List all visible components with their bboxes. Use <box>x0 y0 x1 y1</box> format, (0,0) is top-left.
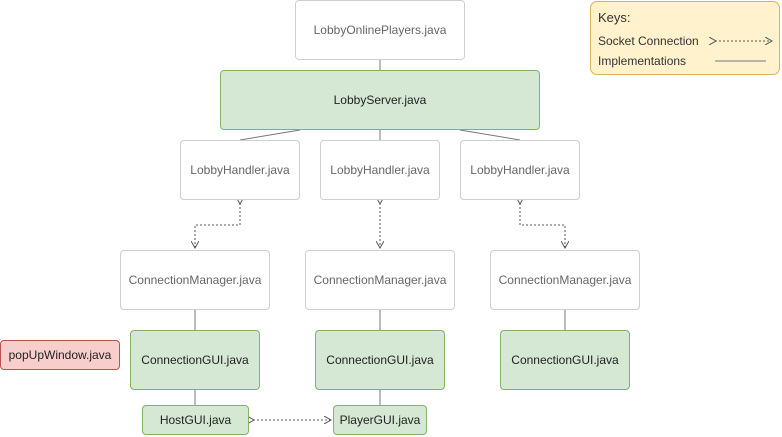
impl-line-server-handler-3 <box>459 129 521 141</box>
socket-link-3 <box>520 203 565 247</box>
legend-implementations: Implementations <box>598 54 687 68</box>
connection-gui-node-3: ConnectionGUI.java <box>500 330 630 390</box>
socket-link-1 <box>195 203 240 247</box>
lobby-handler-node-2: LobbyHandler.java <box>320 140 440 200</box>
connection-gui-node-1: ConnectionGUI.java <box>130 330 260 390</box>
impl-line-server-handler-1 <box>239 129 301 141</box>
popup-window-node: popUpWindow.java <box>0 340 120 370</box>
connection-manager-node-3: ConnectionManager.java <box>490 250 640 310</box>
host-gui-node: HostGUI.java <box>142 405 249 435</box>
connection-manager-node-1: ConnectionManager.java <box>120 250 270 310</box>
lobby-server-node: LobbyServer.java <box>220 70 540 130</box>
connection-gui-node-2: ConnectionGUI.java <box>315 330 445 390</box>
lobby-handler-node-1: LobbyHandler.java <box>180 140 300 200</box>
keys-legend: Keys: Socket Connection Implementations <box>590 1 780 75</box>
player-gui-node: PlayerGUI.java <box>333 405 427 435</box>
lobby-online-players-node: LobbyOnlinePlayers.java <box>295 0 465 60</box>
legend-socket-connection: Socket Connection <box>598 34 699 48</box>
connection-manager-node-2: ConnectionManager.java <box>305 250 455 310</box>
lobby-handler-node-3: LobbyHandler.java <box>460 140 580 200</box>
keys-title: Keys: <box>598 10 631 25</box>
legend-samples <box>591 2 781 62</box>
